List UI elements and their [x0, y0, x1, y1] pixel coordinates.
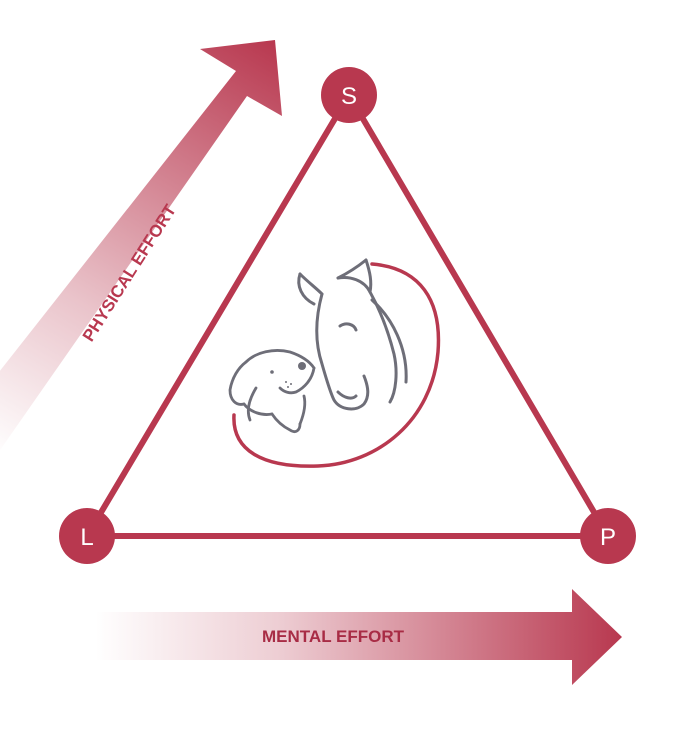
vertex-label-s: S — [341, 83, 357, 110]
triangle-outline — [84, 92, 611, 539]
mental-effort-arrow-shape — [95, 589, 622, 685]
physical-effort-arrow: PHYSICAL EFFORT — [0, 40, 282, 451]
vertex-node-p: P — [580, 508, 636, 564]
dog-icon — [228, 349, 316, 433]
vertex-circle-s — [321, 67, 377, 123]
heart-swoosh — [232, 262, 441, 468]
vertex-circle-p — [580, 508, 636, 564]
vertex-label-l: L — [80, 524, 93, 551]
mental-effort-label: MENTAL EFFORT — [262, 627, 405, 646]
horse-icon — [297, 258, 408, 411]
vertex-node-s: S — [321, 67, 377, 123]
mental-effort-arrow: MENTAL EFFORT — [95, 589, 622, 685]
vertex-node-l: L — [59, 508, 115, 564]
dog-horse-illustration — [228, 258, 441, 468]
vertex-label-p: P — [600, 524, 616, 551]
vertex-circle-l — [59, 508, 115, 564]
physical-effort-arrow-shape — [0, 40, 282, 451]
